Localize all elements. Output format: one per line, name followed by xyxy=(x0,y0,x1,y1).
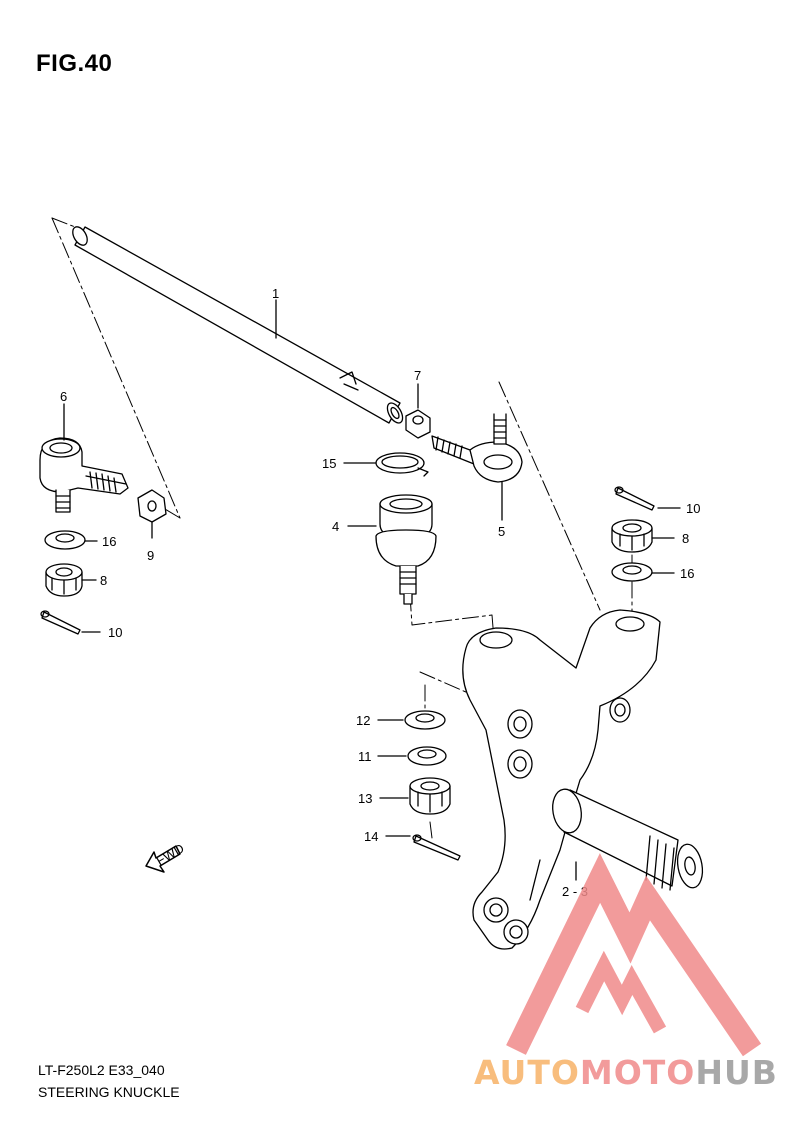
steering-knuckle-part-2-3 xyxy=(462,609,704,950)
automotohub-watermark-logo: AUTOMOTOHUB xyxy=(474,853,778,1092)
callout-16-left: 16 xyxy=(102,534,116,549)
figure-model-code: LT-F250L2 E33_040 xyxy=(38,1062,165,1078)
callout-11: 11 xyxy=(358,749,372,764)
tie-rod-part-1 xyxy=(72,226,404,424)
callout-5: 5 xyxy=(498,524,505,539)
castle-nut-part-8-right xyxy=(611,519,675,553)
callout-15: 15 xyxy=(322,456,336,471)
cotter-pin-part-10-right xyxy=(614,486,681,511)
circlip-part-15 xyxy=(343,452,429,477)
callout-8-right: 8 xyxy=(682,531,689,546)
callout-13: 13 xyxy=(358,791,372,806)
watermark-moto: MOTO xyxy=(580,1053,695,1092)
nut-part-9 xyxy=(137,489,167,539)
callout-4: 4 xyxy=(332,519,339,534)
cotter-pin-part-10-left xyxy=(40,610,101,635)
washer-part-16-right xyxy=(611,562,675,582)
svg-text:AUTOMOTOHUB: AUTOMOTOHUB xyxy=(474,1053,778,1092)
callout-8-left: 8 xyxy=(100,573,107,588)
callout-6: 6 xyxy=(60,389,67,404)
ball-joint-part-4 xyxy=(347,494,437,605)
washer-part-11 xyxy=(377,746,447,766)
castle-nut-part-8-left xyxy=(45,563,97,597)
washer-part-16-left xyxy=(44,530,98,550)
figure-name: STEERING KNUCKLE xyxy=(38,1084,180,1100)
callout-10-right: 10 xyxy=(686,501,700,516)
fwd-arrow-icon xyxy=(145,845,181,873)
figure-title: FIG.40 xyxy=(36,50,113,77)
tie-rod-end-part-6 xyxy=(39,437,129,513)
washer-part-12 xyxy=(377,710,446,730)
callout-14: 14 xyxy=(364,829,378,844)
callout-16-right: 16 xyxy=(680,566,694,581)
callout-10-left: 10 xyxy=(108,625,122,640)
watermark-auto: AUTO xyxy=(474,1053,580,1092)
castle-nut-part-13 xyxy=(379,777,451,815)
callout-1: 1 xyxy=(272,286,279,301)
callout-9: 9 xyxy=(147,548,154,563)
fwd-label: FWD xyxy=(154,841,187,869)
tie-rod-end-part-5 xyxy=(431,413,523,521)
nut-part-7 xyxy=(405,383,431,439)
watermark-hub: HUB xyxy=(695,1053,778,1092)
callout-7: 7 xyxy=(414,368,421,383)
cotter-pin-part-14 xyxy=(385,834,461,861)
callout-12: 12 xyxy=(356,713,370,728)
